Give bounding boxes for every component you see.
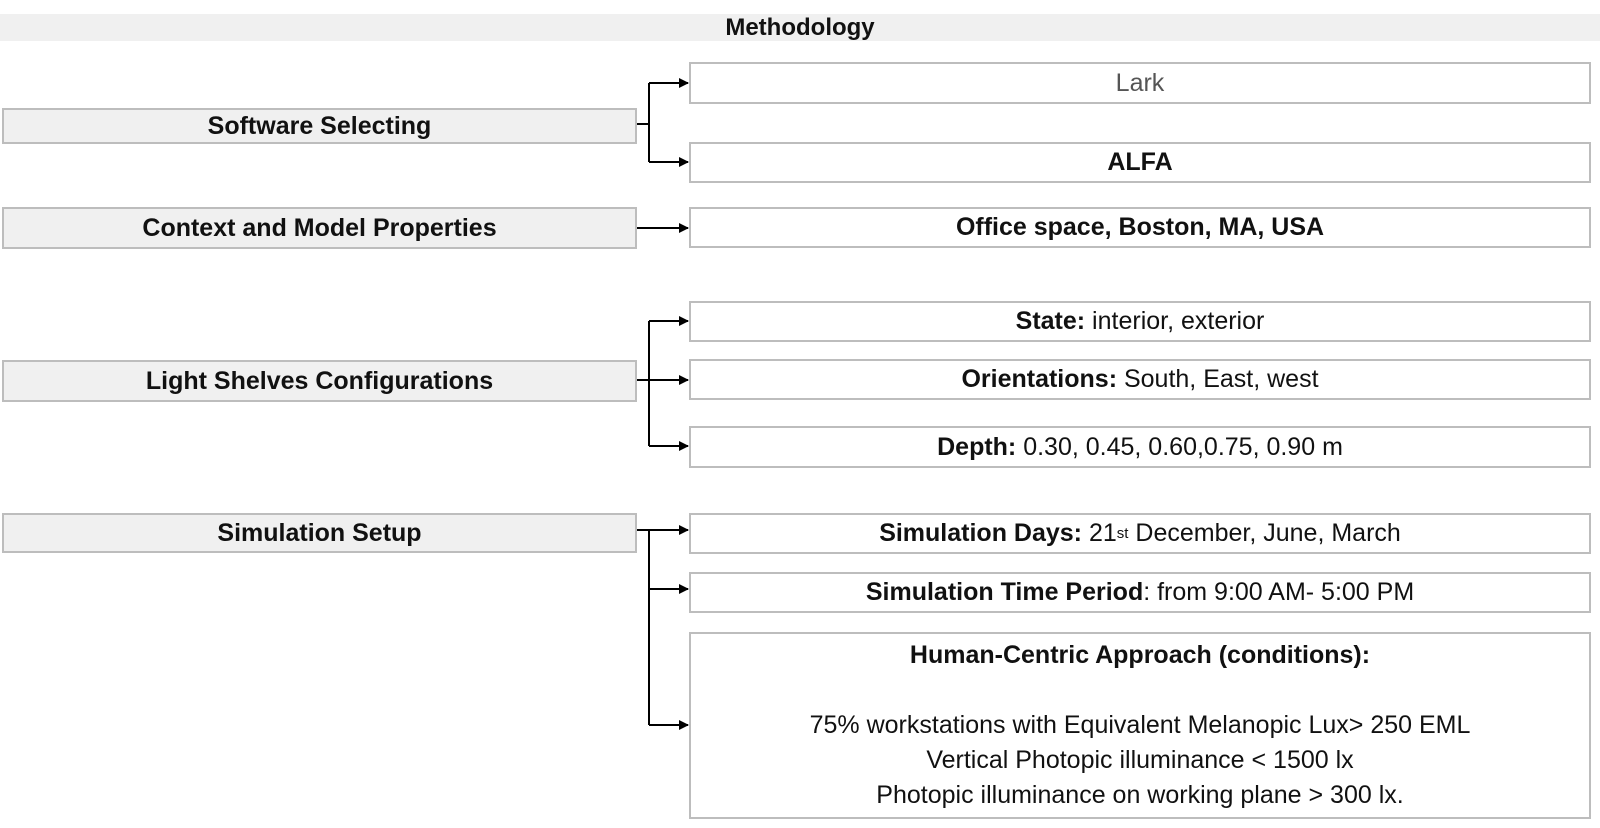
- diagram-title: Methodology: [0, 14, 1600, 41]
- simulation-period-box: Simulation Time Period: from 9:00 AM- 5:…: [689, 572, 1591, 613]
- orientations-box: Orientations: South, East, west: [689, 359, 1591, 400]
- depth-key: Depth:: [937, 432, 1017, 461]
- simulation-period-key: Simulation Time Period: [865, 578, 1144, 606]
- human-centric-box: Human-Centric Approach (conditions): 75%…: [689, 632, 1591, 819]
- depth-value: 0.30, 0.45, 0.60,0.75, 0.90 m: [1016, 432, 1343, 461]
- lark-label: Lark: [1115, 68, 1165, 97]
- context-value-box: Office space, Boston, MA, USA: [689, 207, 1591, 248]
- context-box: Context and Model Properties: [2, 207, 637, 249]
- orientations-value: South, East, west: [1117, 365, 1319, 393]
- depth-box: Depth: 0.30, 0.45, 0.60,0.75, 0.90 m: [689, 426, 1591, 468]
- human-centric-heading: Human-Centric Approach (conditions):: [909, 641, 1371, 669]
- simulation-days-key: Simulation Days:: [879, 519, 1083, 547]
- state-value: interior, exterior: [1085, 307, 1265, 335]
- condition-item: Photopic illuminance on working plane > …: [876, 781, 1404, 809]
- light-shelves-label: Light Shelves Configurations: [145, 366, 494, 395]
- state-key: State:: [1015, 307, 1086, 335]
- software-option-lark: Lark: [689, 62, 1591, 104]
- simulation-setup-box: Simulation Setup: [2, 513, 637, 553]
- condition-item: 75% workstations with Equivalent Melanop…: [809, 711, 1471, 739]
- simulation-days-number: 21: [1082, 519, 1117, 547]
- orientations-key: Orientations:: [961, 365, 1118, 393]
- context-value: Office space, Boston, MA, USA: [955, 213, 1325, 241]
- light-shelves-box: Light Shelves Configurations: [2, 360, 637, 402]
- alfa-label: ALFA: [1107, 148, 1173, 176]
- software-selecting-label: Software Selecting: [207, 111, 432, 140]
- state-box: State: interior, exterior: [689, 301, 1591, 342]
- condition-item: Vertical Photopic illuminance < 1500 lx: [926, 746, 1354, 774]
- simulation-days-value: December, June, March: [1128, 519, 1401, 547]
- context-label: Context and Model Properties: [142, 213, 497, 242]
- simulation-setup-label: Simulation Setup: [217, 518, 422, 547]
- software-selecting-box: Software Selecting: [2, 108, 637, 144]
- software-option-alfa: ALFA: [689, 142, 1591, 183]
- simulation-period-value: : from 9:00 AM- 5:00 PM: [1143, 578, 1415, 606]
